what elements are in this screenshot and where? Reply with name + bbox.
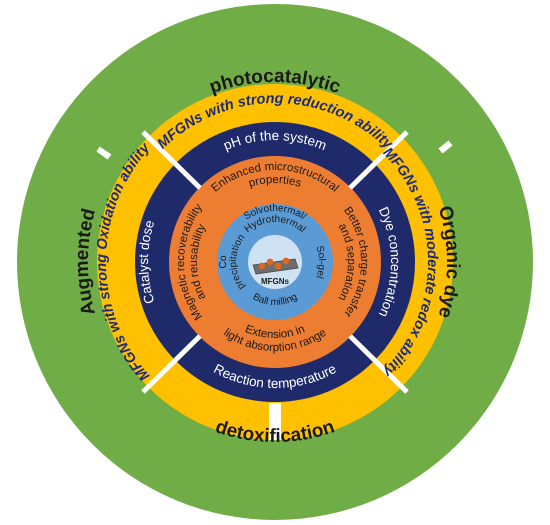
particle [282, 257, 290, 265]
parameter-label-left: Catalyst dose [136, 218, 157, 305]
method-label-left-line1: Co [218, 255, 229, 269]
divider-line-lower-left [141, 334, 202, 394]
particle [258, 262, 266, 270]
particle [266, 258, 274, 266]
divider-line-upper-left [141, 130, 202, 190]
nanoparticle-illustration [252, 257, 299, 275]
sector-dividers [96, 130, 453, 440]
property-label-bottom-line1: Extension in [243, 323, 306, 341]
center-label: MFGNs [261, 277, 290, 286]
particle [274, 262, 282, 270]
method-label-bottom: Ball milling [251, 292, 299, 309]
divider-upper-left [96, 146, 112, 160]
divider-line-lower-right [348, 334, 409, 394]
divider-bottom [269, 403, 281, 440]
divider-line-upper-right [348, 130, 409, 190]
property-label-top-line2: properties [247, 174, 303, 190]
divider-upper-right [438, 140, 453, 154]
